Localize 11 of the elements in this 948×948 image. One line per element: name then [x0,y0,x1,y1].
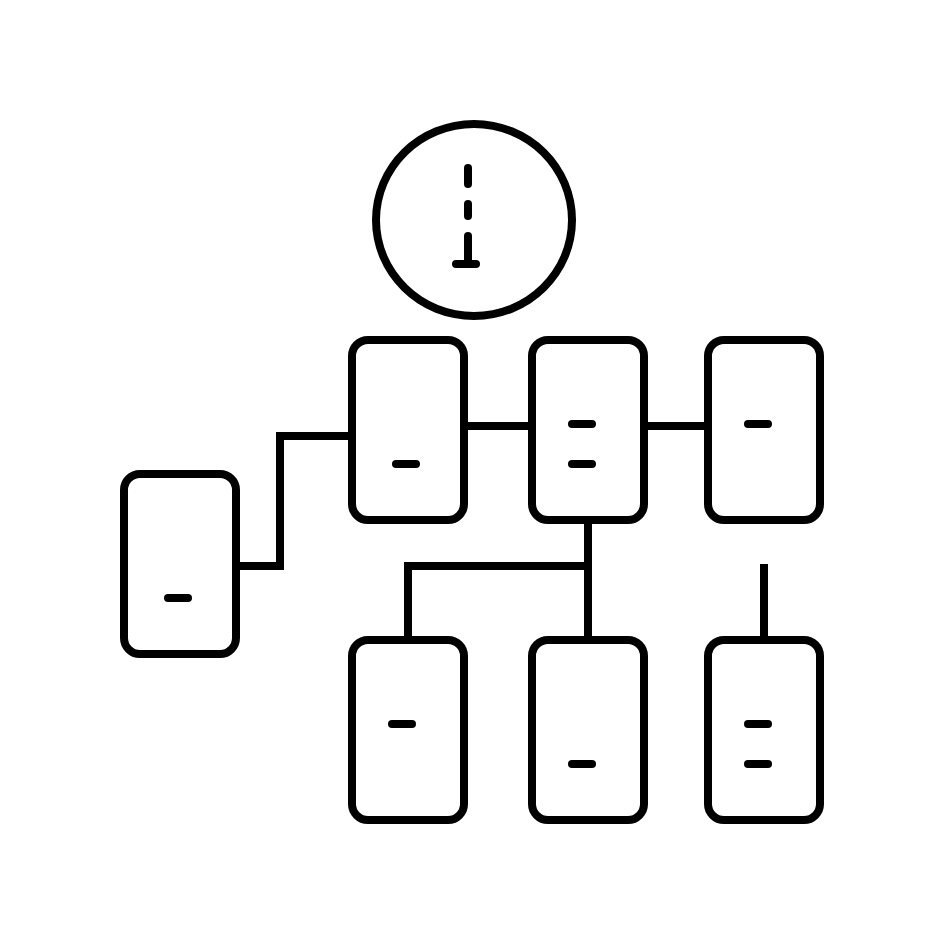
rounded-box [348,336,468,524]
connector-line [468,422,528,430]
rounded-box [704,636,824,824]
connector-line [760,564,768,636]
rounded-box [704,336,824,524]
connector-line [240,432,348,570]
rounded-box [120,470,240,658]
rounded-box [528,636,648,824]
connector-line [648,422,704,430]
rounded-box [528,336,648,524]
rounded-box [348,636,468,824]
